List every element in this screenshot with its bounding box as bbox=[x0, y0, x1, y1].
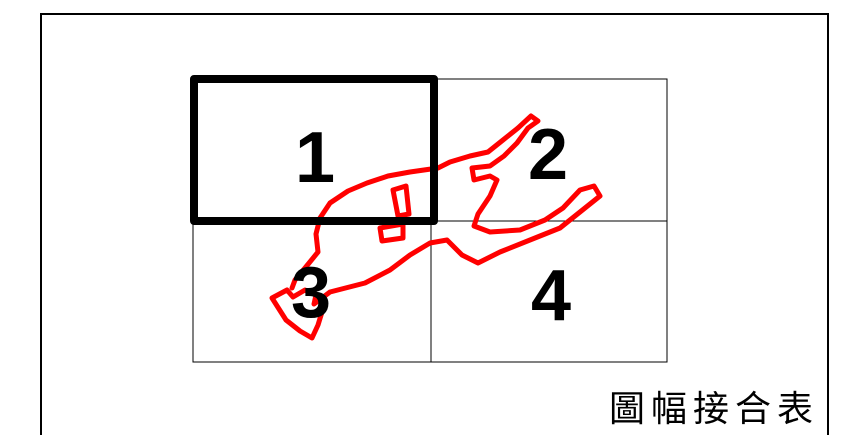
sheet-label-2[interactable]: 2 bbox=[528, 115, 568, 195]
selected-sheet-outline bbox=[190, 75, 438, 225]
boundary-inner-parcel bbox=[390, 183, 412, 219]
sheet-label-1[interactable]: 1 bbox=[295, 118, 335, 198]
boundary-small-parcel bbox=[377, 221, 406, 244]
sheet-label-4[interactable]: 4 bbox=[531, 256, 571, 336]
sheet-index-title: 圖幅接合表 bbox=[609, 389, 819, 430]
sheet-label-3[interactable]: 3 bbox=[291, 253, 331, 333]
boundary-outline bbox=[269, 113, 603, 341]
map-frame bbox=[40, 13, 829, 435]
survey-boundary bbox=[269, 113, 603, 341]
